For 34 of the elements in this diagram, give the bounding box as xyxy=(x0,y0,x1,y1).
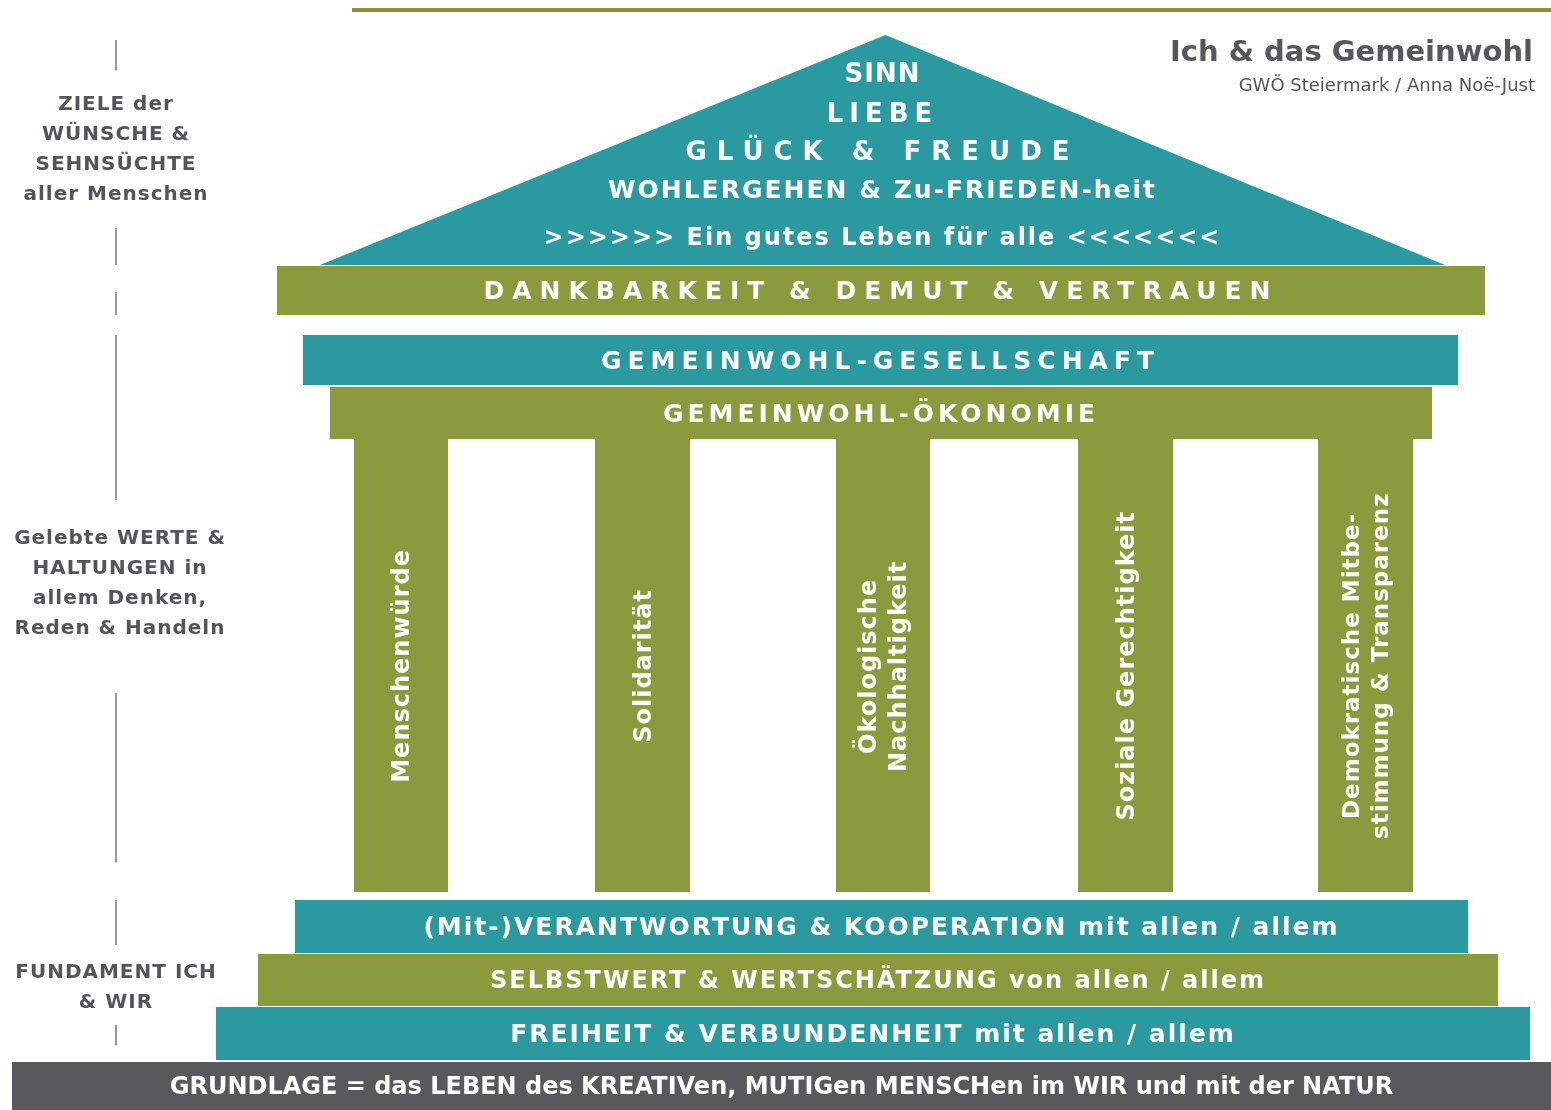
subtitle: GWÖ Steiermark / Anna Noë-Just xyxy=(1238,74,1535,95)
band xyxy=(295,900,1468,953)
pillar-label: Ökologische Nachhaltigkeit xyxy=(853,558,913,774)
roof-text: LIEBE xyxy=(826,98,939,129)
pillar-label: Menschenwürde xyxy=(386,548,416,783)
pillar xyxy=(354,439,448,892)
side-label: FUNDAMENT ICH & WIR xyxy=(14,958,218,1015)
side-label: ZIELE der WÜNSCHE & SEHNSÜCHTE aller Menschen xyxy=(22,90,210,207)
band xyxy=(258,954,1498,1006)
band xyxy=(216,1007,1530,1060)
band xyxy=(12,1062,1551,1110)
roof-text: WOHLERGEHEN & Zu-FRIEDEN-heit xyxy=(607,174,1158,204)
band-label: GEMEINWOHL-ÖKONOMIE xyxy=(663,398,1099,428)
band-label: FREIHEIT & VERBUNDENHEIT mit allen / allem xyxy=(510,1019,1236,1048)
pillar-label: Demokratische Mitbe- stimmung & Transparenz xyxy=(1336,491,1394,841)
title: Ich & das Gemeinwohl xyxy=(1169,34,1533,68)
pillar xyxy=(836,439,930,892)
pillar xyxy=(1078,439,1173,892)
band-label: GRUNDLAGE = das LEBEN des KREATIVen, MUTIGen MENSCHen im WIR und mit der NATUR xyxy=(169,1072,1394,1100)
band-label: GEMEINWOHL-GESELLSCHAFT xyxy=(600,345,1161,375)
pillar xyxy=(1318,439,1413,892)
band-label: DANKBARKEIT & DEMUT & VERTRAUEN xyxy=(483,276,1279,305)
band xyxy=(303,335,1458,385)
band xyxy=(277,266,1485,315)
roof-text: >>>>>> Ein gutes Leben für alle <<<<<<< xyxy=(543,223,1222,252)
pillar xyxy=(595,439,690,892)
band-label: SELBSTWERT & WERTSCHÄTZUNG von allen / allem xyxy=(490,966,1266,994)
band-label: (Mit-)VERANTWORTUNG & KOOPERATION mit allen / allem xyxy=(423,912,1340,941)
pillar-label: Soziale Gerechtigkeit xyxy=(1110,510,1141,821)
roof-text: SINN xyxy=(844,58,921,89)
roof-text: GLÜCK & FREUDE xyxy=(685,136,1080,167)
band xyxy=(330,387,1432,439)
side-label: Gelebte WERTE & HALTUNGEN in allem Denken, Reden & Handeln xyxy=(13,524,227,641)
pillar-label: Solidarität xyxy=(627,588,658,743)
